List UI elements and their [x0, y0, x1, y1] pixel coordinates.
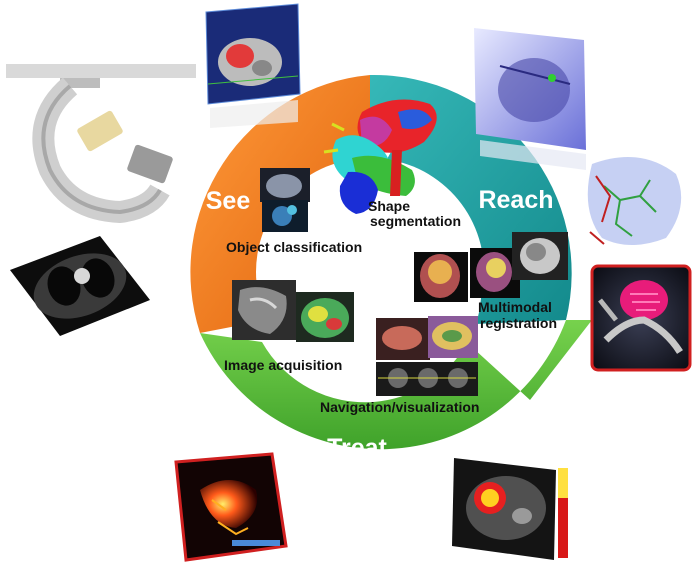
ct-volume-render	[205, 3, 301, 128]
step-label-object-classification: Object classification	[226, 239, 362, 255]
step-label-multimodal: Multimodal	[478, 299, 552, 315]
step-label-registration: registration	[480, 315, 557, 331]
step-label-image-acquisition: Image acquisition	[224, 357, 342, 373]
segment-label-see: See	[206, 187, 251, 215]
vessel-tree-render	[587, 156, 682, 245]
c-arm-scanner-photo	[6, 64, 196, 224]
step-label-navigation: Navigation/visualization	[320, 399, 479, 415]
segment-label-treat: Treat	[327, 434, 387, 462]
registration-thumbnails	[414, 232, 568, 302]
ring-segment-treat	[200, 320, 592, 450]
chest-xray-angiography	[474, 28, 586, 170]
segment-label-reach: Reach	[478, 186, 553, 214]
step-label-shape: Shape	[368, 198, 410, 214]
aneurysm-render	[590, 264, 692, 372]
acquisition-thumbnails	[232, 280, 354, 342]
classification-thumbnails	[260, 168, 310, 232]
abdominal-mri-heatmap	[452, 458, 568, 560]
navigation-thumbnails	[376, 316, 478, 396]
step-label-segmentation: segmentation	[370, 213, 461, 229]
liver-segmentation-render	[323, 99, 437, 214]
chest-ct-slice	[10, 236, 150, 336]
perfusion-map	[174, 452, 288, 562]
